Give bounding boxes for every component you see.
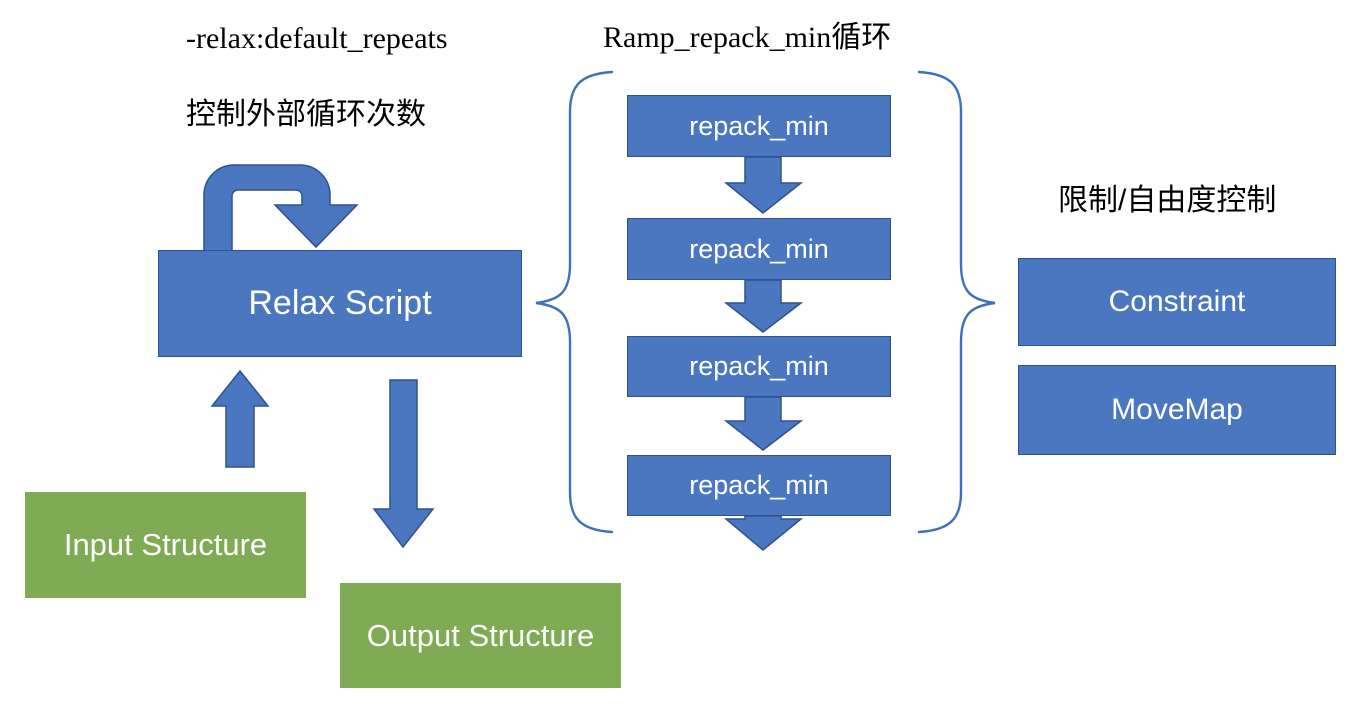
annotation-relax-default-repeats-note: 控制外部循环次数 — [186, 98, 426, 131]
node-relax-script[interactable]: Relax Script — [158, 250, 522, 357]
node-movemap[interactable]: MoveMap — [1018, 365, 1336, 455]
right-brace — [917, 70, 996, 534]
relax-to-output-arrow — [372, 379, 435, 549]
node-repack-min-4[interactable]: repack_min — [627, 455, 891, 516]
node-repack-min-1[interactable]: repack_min — [627, 95, 891, 157]
input-to-relax-arrow — [210, 369, 270, 468]
node-constraint[interactable]: Constraint — [1018, 258, 1336, 346]
repack-arrow-1 — [723, 156, 804, 214]
repack-arrow-3 — [723, 396, 804, 451]
ramp-repack-min-loop-title: Ramp_repack_min循环 — [603, 21, 892, 54]
annotation-relax-default-repeats: -relax:default_repeats — [186, 22, 448, 55]
node-output-structure[interactable]: Output Structure — [340, 583, 621, 688]
loop-back-arrow — [203, 164, 359, 253]
left-brace — [535, 70, 614, 534]
node-input-structure[interactable]: Input Structure — [25, 492, 306, 598]
annotation-constraint-group-label: 限制/自由度控制 — [1058, 184, 1277, 217]
node-repack-min-3[interactable]: repack_min — [627, 336, 891, 397]
repack-arrow-2 — [723, 279, 804, 333]
node-repack-min-2[interactable]: repack_min — [627, 218, 891, 280]
repack-arrow-4 — [723, 515, 804, 551]
